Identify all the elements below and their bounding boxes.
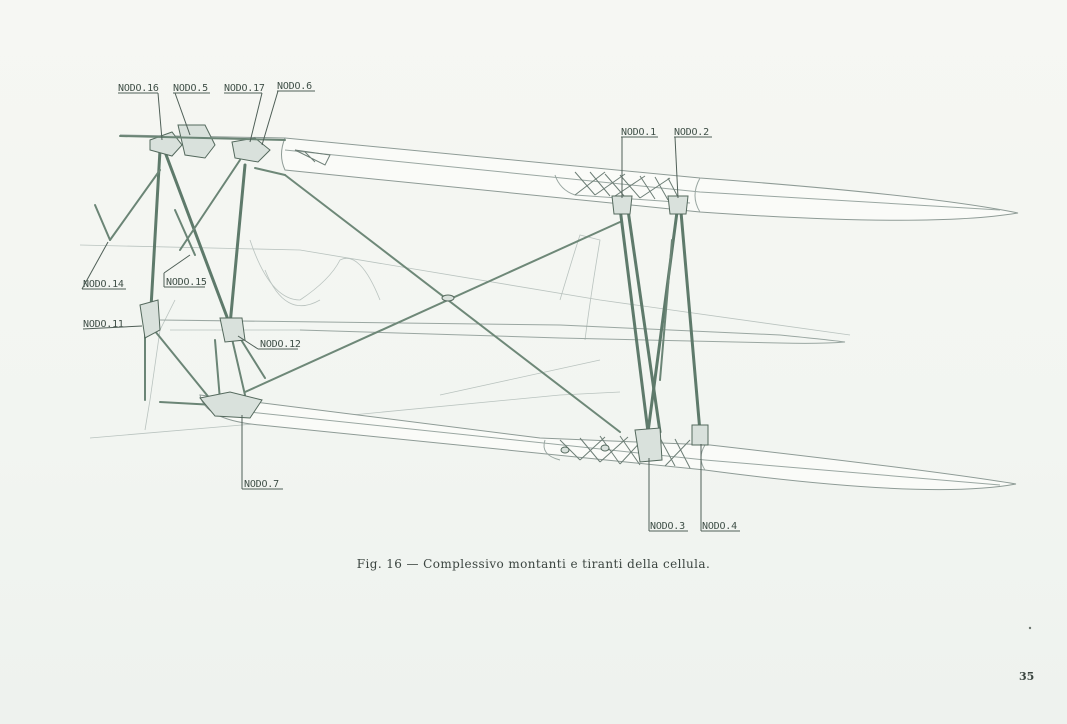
label-nodo-11: NODO.11 <box>82 319 143 330</box>
svg-text:NODO.17: NODO.17 <box>224 83 265 94</box>
label-nodo-17: NODO.17 <box>224 83 265 143</box>
label-nodo-12: NODO.12 <box>237 335 301 350</box>
fuselage-outline <box>79 234 851 439</box>
svg-text:NODO.11: NODO.11 <box>83 319 124 330</box>
label-nodo-5: NODO.5 <box>173 83 210 136</box>
svg-text:NODO.2: NODO.2 <box>674 127 709 138</box>
svg-text:NODO.12: NODO.12 <box>260 339 301 350</box>
svg-text:NODO.16: NODO.16 <box>118 83 159 94</box>
svg-text:NODO.5: NODO.5 <box>173 83 208 94</box>
svg-text:NODO.3: NODO.3 <box>650 521 685 532</box>
svg-text:NODO.1: NODO.1 <box>621 127 656 138</box>
svg-text:NODO.7: NODO.7 <box>244 479 279 490</box>
svg-text:NODO.15: NODO.15 <box>166 277 207 288</box>
label-nodo-6: NODO.6 <box>261 81 315 146</box>
label-nodo-14: NODO.14 <box>81 241 126 290</box>
label-nodo-3: NODO.3 <box>648 458 688 532</box>
label-nodo-7: NODO.7 <box>241 415 283 490</box>
figure-caption: Fig. 16 — Complessivo montanti e tiranti… <box>356 557 711 571</box>
label-nodo-15: NODO.15 <box>163 254 207 288</box>
node-fittings <box>119 124 709 463</box>
label-nodo-1: NODO.1 <box>621 127 658 198</box>
svg-text:NODO.4: NODO.4 <box>702 521 737 532</box>
lower-wing <box>199 394 1017 491</box>
svg-text:NODO.6: NODO.6 <box>277 81 312 92</box>
interplane-struts <box>618 206 702 434</box>
svg-text:NODO.14: NODO.14 <box>83 279 124 290</box>
bracing-wires <box>244 167 621 433</box>
upper-wing-ribs <box>574 171 681 202</box>
label-nodo-2: NODO.2 <box>674 127 712 199</box>
page-number: 35 <box>1019 670 1035 683</box>
label-nodo-16: NODO.16 <box>118 83 163 141</box>
lower-wing-ribs <box>559 435 691 469</box>
node-labels: NODO.16 NODO.5 NODO.17 NODO.6 NODO.1 <box>81 81 740 532</box>
upper-wing <box>119 134 1019 221</box>
label-nodo-4: NODO.4 <box>700 444 740 532</box>
paper-speck <box>1028 626 1032 630</box>
